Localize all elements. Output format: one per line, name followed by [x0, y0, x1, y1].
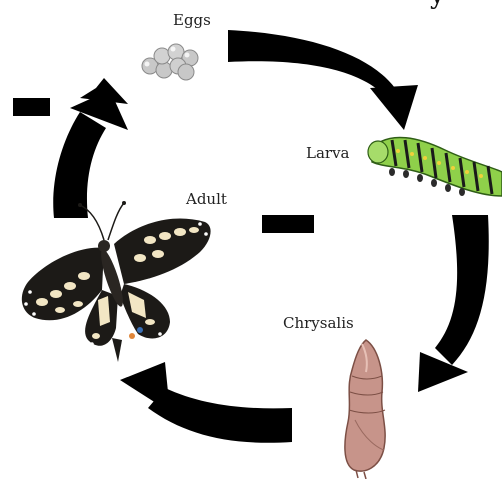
- butterfly-icon: [22, 201, 211, 362]
- label-adult: Adult: [186, 192, 227, 207]
- label-larva: Larva: [306, 146, 350, 161]
- arrow-eggs-to-larva: [228, 30, 418, 130]
- arrow-larva-to-chrysalis: [418, 215, 489, 392]
- label-chrysalis: Chrysalis: [283, 316, 354, 331]
- redacted-label-center: [262, 215, 314, 233]
- arrow-chrysalis-to-adult: [120, 362, 292, 443]
- larva-icon: [368, 137, 502, 196]
- eggs-icon: [142, 44, 198, 80]
- arrow-adult-to-eggs: [53, 78, 128, 218]
- redacted-label-left: [13, 98, 50, 116]
- label-eggs: Eggs: [173, 13, 211, 28]
- chrysalis-icon: [345, 340, 385, 479]
